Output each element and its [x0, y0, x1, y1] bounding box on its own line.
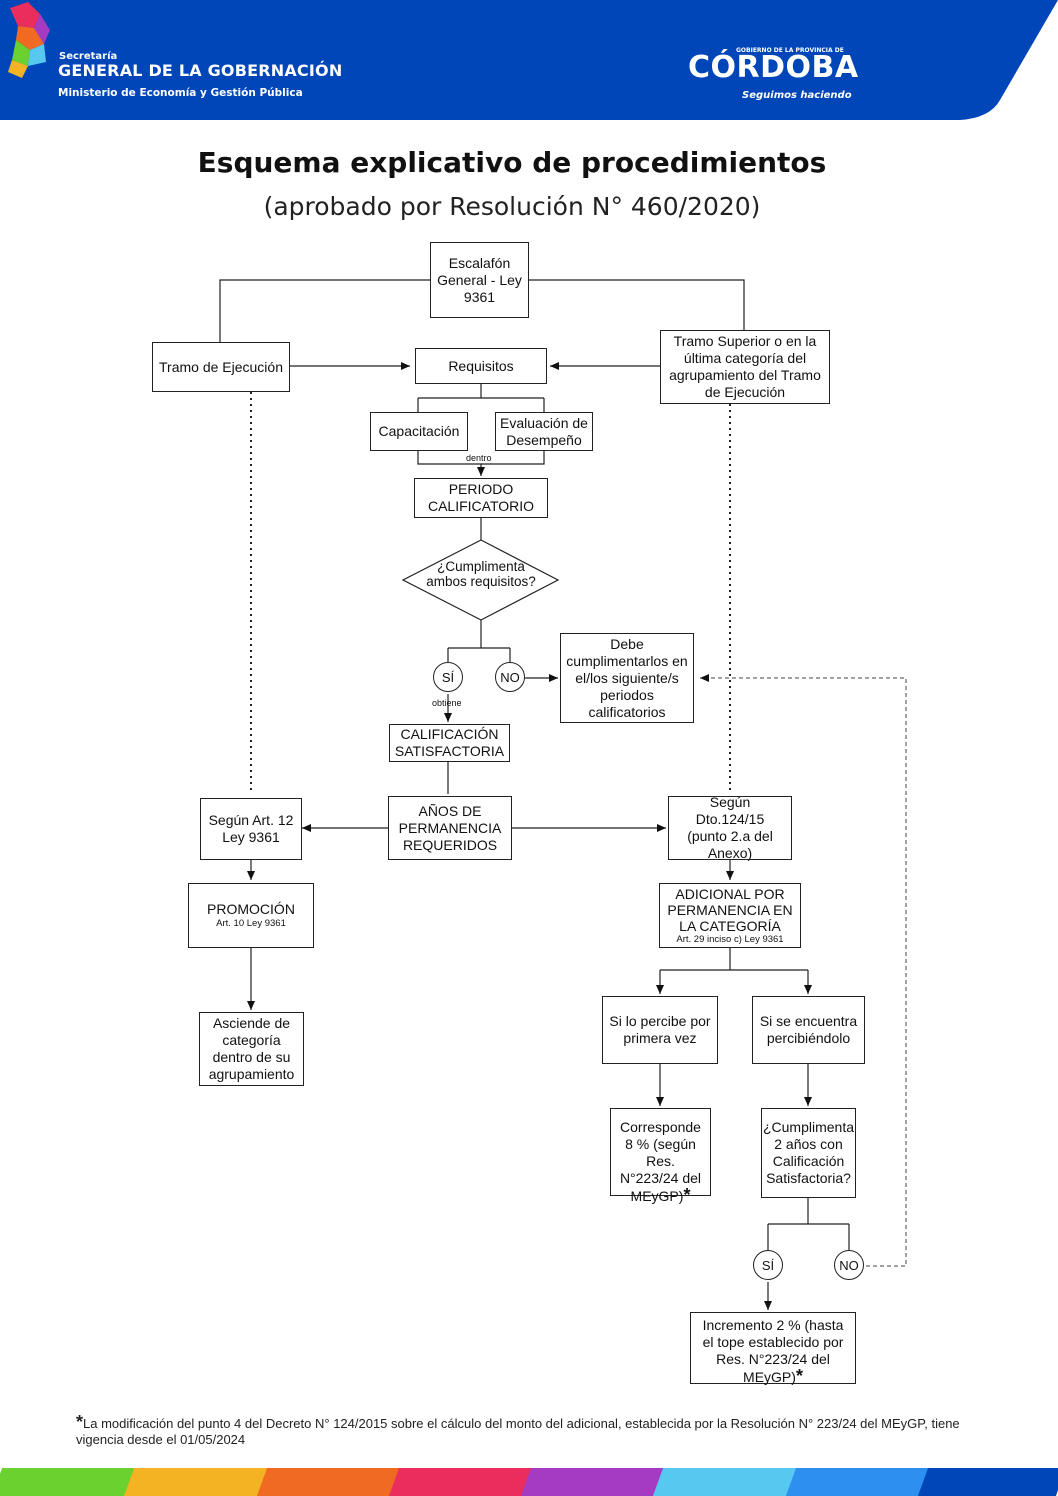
cumplimenta-ambos-label: ¿Cumplimenta ambos requisitos?	[426, 559, 536, 589]
periodo-calificatorio-box: PERIODO CALIFICATORIO	[414, 478, 548, 518]
promocion-title: PROMOCIÓN	[207, 901, 295, 917]
ministerio-label: Ministerio de Economía y Gestión Pública	[58, 87, 303, 99]
header-banner: Secretaría GENERAL DE LA GOBERNACIÓN Min…	[0, 0, 1058, 120]
adicional-title: ADICIONAL POR PERMANENCIA EN LA CATEGORÍ…	[667, 885, 793, 934]
stripe-segment	[785, 1468, 934, 1496]
si2-circle: SÍ	[753, 1250, 783, 1280]
requisitos-box: Requisitos	[415, 348, 547, 384]
cordoba-logo-text: CÓRDOBA	[688, 50, 859, 85]
dentro-label: dentro	[466, 453, 492, 463]
corresponde-box: Corresponde 8 % (según Res. N°223/24 del…	[610, 1108, 711, 1204]
promocion-box: PROMOCIÓN Art. 10 Ley 9361	[188, 883, 314, 948]
stripe-segment	[653, 1468, 802, 1496]
incremento-box: Incremento 2 % (hasta el tope establecid…	[690, 1312, 856, 1386]
tramo-superior-box: Tramo Superior o en la última categoría …	[660, 330, 830, 404]
page-title: Esquema explicativo de procedimientos	[197, 146, 827, 179]
cordoba-small: GOBIERNO DE LA PROVINCIA DE	[736, 47, 844, 54]
stripe-segment	[917, 1468, 1058, 1496]
si-circle: SÍ	[433, 662, 463, 692]
adicional-ref: Art. 29 inciso c) Ley 9361	[676, 933, 784, 945]
stripe-segment	[0, 1468, 141, 1496]
page-subtitle: (aprobado por Resolución N° 460/2020)	[263, 192, 761, 221]
asciende-box: Asciende de categoría dentro de su agrup…	[199, 1012, 304, 1086]
primera-vez-box: Si lo percibe por primera vez	[602, 996, 718, 1064]
calificacion-satisfactoria-box: CALIFICACIÓN SATISFACTORIA	[389, 724, 510, 762]
footnote: *La modificación del punto 4 del Decreto…	[76, 1412, 976, 1448]
capacitacion-box: Capacitación	[370, 412, 468, 451]
anios-permanencia-box: AÑOS DE PERMANENCIA REQUERIDOS	[388, 796, 512, 860]
cordoba-map-logo-icon	[8, 2, 50, 78]
cumplimenta-2-anios-box: ¿Cumplimenta 2 años con Calificación Sat…	[761, 1108, 856, 1198]
debe-cumplimentarlos-box: Debe cumplimentarlos en el/los siguiente…	[560, 633, 694, 723]
header-background	[0, 0, 1058, 120]
segun-dto-box: Según Dto.124/15 (punto 2.a del Anexo)	[668, 794, 792, 861]
tramo-ejecucion-box: Tramo de Ejecución	[152, 342, 290, 392]
cordoba-slogan: Seguimos haciendo	[742, 90, 852, 101]
incremento-text: Incremento 2 % (hasta el tope establecid…	[702, 1317, 844, 1385]
corresponde-text: Corresponde 8 % (según Res. N°223/24 del…	[619, 1119, 702, 1204]
decision-diamond	[401, 539, 560, 621]
stripe-segment	[388, 1468, 538, 1496]
asterisk-mark: *	[795, 1366, 803, 1386]
percibiendolo-box: Si se encuentra percibiéndolo	[752, 996, 865, 1064]
no-circle: NO	[495, 662, 525, 692]
segun-art-box: Según Art. 12 Ley 9361	[200, 798, 302, 860]
evaluacion-box: Evaluación de Desempeño	[495, 412, 593, 451]
promocion-ref: Art. 10 Ley 9361	[216, 918, 286, 929]
adicional-box: ADICIONAL POR PERMANENCIA EN LA CATEGORÍ…	[659, 883, 801, 948]
asterisk-mark: *	[683, 1185, 691, 1205]
footnote-text: La modificación del punto 4 del Decreto …	[76, 1416, 960, 1447]
footnote-asterisk: *	[76, 1412, 84, 1432]
stripe-segment	[124, 1468, 273, 1496]
stripe-segment	[520, 1468, 670, 1496]
escalafon-box: Escalafón General - Ley 9361	[430, 242, 529, 318]
secretaria-small: Secretaría	[59, 51, 118, 62]
secretaria-title: GENERAL DE LA GOBERNACIÓN	[58, 61, 343, 80]
stripe-segment	[256, 1468, 405, 1496]
no2-circle: NO	[834, 1250, 864, 1280]
footer-color-stripe	[0, 1468, 1058, 1496]
obtiene-label: obtiene	[432, 698, 462, 708]
